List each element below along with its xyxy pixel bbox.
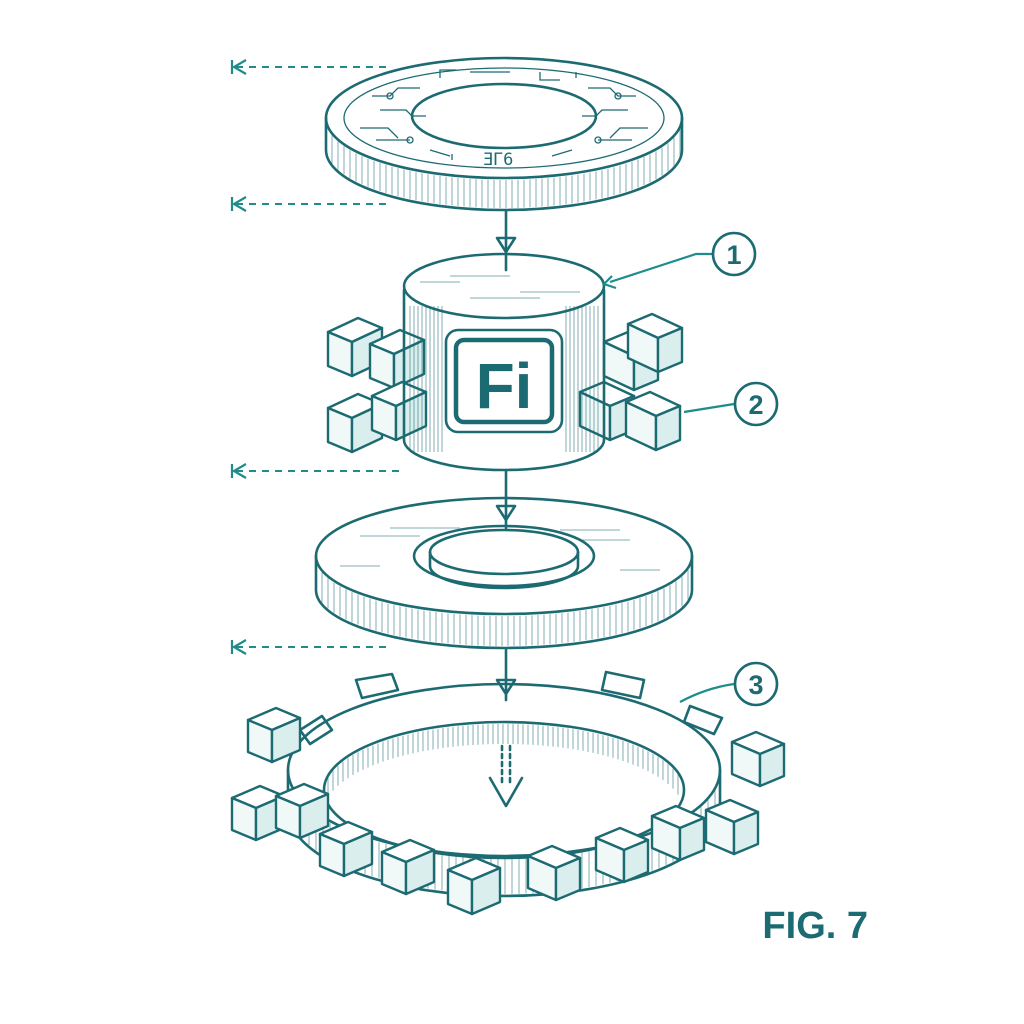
callout-3: 3 xyxy=(679,661,779,707)
central-cylinder-module: Fi xyxy=(326,252,684,472)
cube xyxy=(650,804,706,862)
cylinder-shading xyxy=(409,306,599,452)
reference-leaders xyxy=(230,59,400,655)
flow-arrow-1 xyxy=(495,208,517,272)
gear-ring xyxy=(230,670,786,916)
gear-inner-wall-hatching xyxy=(327,724,679,798)
cube xyxy=(526,844,582,902)
callout-1: 1 xyxy=(601,231,757,290)
cube xyxy=(380,838,436,896)
callout-3-label: 3 xyxy=(748,670,763,700)
cube xyxy=(704,798,760,856)
fi-logo-badge: Fi xyxy=(444,328,564,434)
fi-logo-text: Fi xyxy=(476,350,533,422)
gear-center-arrow xyxy=(488,744,524,808)
gear-teeth xyxy=(298,670,724,746)
reference-leader-2 xyxy=(230,196,386,212)
callout-2-label: 2 xyxy=(748,390,763,420)
figure-label: FIG. 7 xyxy=(762,905,868,947)
gear-cubes xyxy=(230,706,786,916)
flow-arrow-3 xyxy=(495,648,517,702)
cube xyxy=(246,706,302,764)
cube xyxy=(730,730,786,788)
callout-2: 2 xyxy=(683,381,779,427)
disc-engraving: ƎΓ6 xyxy=(483,150,514,170)
top-disc-edge-knurl xyxy=(331,128,681,208)
top-coin-disc: ƎΓ6 xyxy=(324,56,684,212)
right-cube-cluster xyxy=(578,312,684,452)
circuit-pattern xyxy=(360,69,648,160)
left-cube-cluster xyxy=(326,316,428,454)
cube xyxy=(274,782,330,840)
cube xyxy=(318,820,374,878)
reference-leader-3 xyxy=(230,463,400,479)
cube xyxy=(446,856,502,916)
callout-1-label: 1 xyxy=(726,240,741,270)
reference-leader-4 xyxy=(230,639,386,655)
reference-leader-1 xyxy=(230,59,386,75)
cube xyxy=(626,312,684,374)
washer-edge-knurl xyxy=(321,569,689,646)
cube xyxy=(624,390,682,452)
cube xyxy=(594,826,650,884)
washer-disc xyxy=(314,496,694,650)
